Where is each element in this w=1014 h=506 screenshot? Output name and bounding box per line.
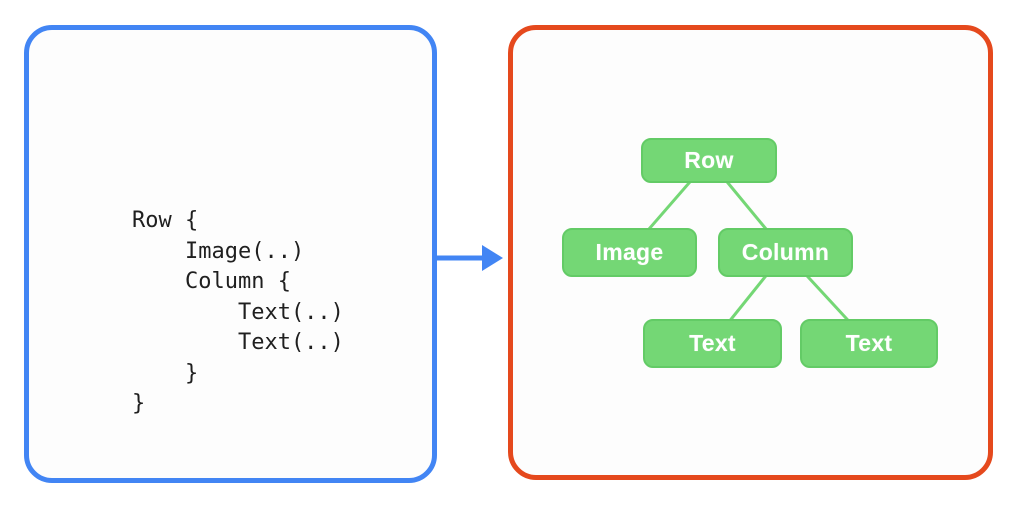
code-line: } (132, 360, 199, 386)
code-line: Image(..) (132, 238, 305, 264)
tree-node-text-1: Text (643, 319, 782, 368)
code-panel: Row { Image(..) Column { Text(..) Text(.… (24, 25, 437, 483)
code-line: Text(..) (132, 299, 344, 325)
code-line: Row { (132, 208, 199, 233)
code-block: Row { Image(..) Column { Text(..) Text(.… (132, 206, 344, 420)
tree-node-row: Row (641, 138, 777, 183)
tree-node-column: Column (718, 228, 853, 277)
tree-node-image: Image (562, 228, 697, 277)
right-arrow-icon (436, 245, 503, 271)
code-line: Column { (132, 269, 291, 294)
code-line: } (132, 391, 146, 416)
code-line: Text(..) (132, 330, 344, 355)
tree-node-text-2: Text (800, 319, 938, 368)
